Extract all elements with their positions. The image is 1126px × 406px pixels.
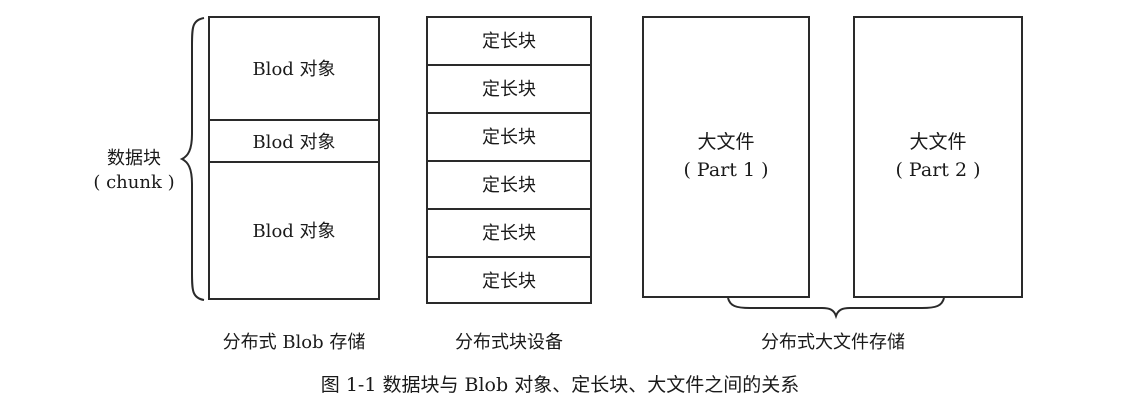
blob-storage-label: 分布式 Blob 存储 [222, 332, 366, 353]
fixed-block-label: 定长块 [482, 79, 536, 101]
fixed-block-label: 定长块 [482, 223, 536, 245]
large-file-part-2-name: 大文件 [909, 131, 967, 154]
block-device-column: 定长块 定长块 定长块 定长块 定长块 定长块 [426, 16, 592, 304]
left-curly-brace [179, 17, 205, 301]
fixed-block-label: 定长块 [482, 127, 536, 149]
bottom-curly-brace [727, 297, 945, 320]
fixed-block-cell: 定长块 [428, 208, 590, 258]
blob-object-label: Blod 对象 [252, 220, 336, 242]
blob-object-cell: Blod 对象 [210, 18, 378, 121]
large-file-part-1-name: 大文件 [697, 131, 755, 154]
large-file-storage-label: 分布式大文件存储 [761, 332, 905, 353]
blob-storage-column: Blod 对象 Blod 对象 Blod 对象 [208, 16, 380, 300]
large-file-part-2: 大文件 ( Part 2 ) [853, 16, 1023, 298]
blob-object-cell: Blod 对象 [210, 119, 378, 165]
fixed-block-label: 定长块 [482, 175, 536, 197]
blob-object-cell: Blod 对象 [210, 161, 378, 300]
fixed-block-label: 定长块 [482, 271, 536, 293]
blob-object-label: Blod 对象 [252, 132, 336, 154]
fixed-block-cell: 定长块 [428, 160, 590, 210]
fixed-block-cell: 定长块 [428, 18, 590, 66]
blob-object-label: Blod 对象 [252, 58, 336, 80]
chunk-label-line2: ( chunk ) [93, 172, 175, 193]
fixed-block-cell: 定长块 [428, 112, 590, 162]
large-file-part-1: 大文件 ( Part 1 ) [642, 16, 810, 298]
figure-caption: 图 1-1 数据块与 Blob 对象、定长块、大文件之间的关系 [320, 374, 800, 396]
fixed-block-cell: 定长块 [428, 256, 590, 306]
large-file-part-1-sub: ( Part 1 ) [683, 159, 769, 181]
chunk-label-line1: 数据块 [107, 148, 161, 169]
large-file-part-2-sub: ( Part 2 ) [895, 159, 981, 181]
fixed-block-cell: 定长块 [428, 64, 590, 114]
block-device-label: 分布式块设备 [455, 332, 563, 353]
fixed-block-label: 定长块 [482, 31, 536, 53]
